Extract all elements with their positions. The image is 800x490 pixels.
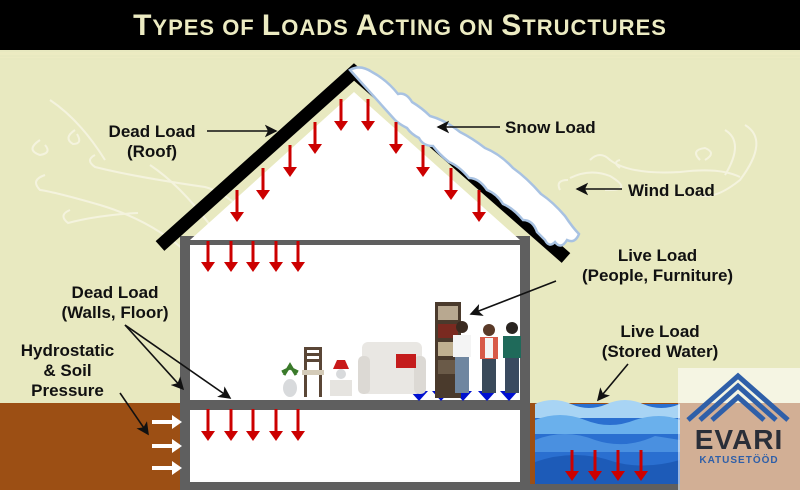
tank-floor (530, 484, 680, 490)
soil-pressure-arrow (152, 415, 182, 429)
plant-vase (281, 362, 299, 397)
floor-load-arrow (201, 409, 215, 441)
furniture (281, 302, 521, 398)
ceiling-load-arrow (291, 241, 305, 272)
wind-swirls-right (557, 124, 758, 197)
soil-pressure-arrow (152, 461, 182, 475)
label-line: (Walls, Floor) (61, 303, 169, 322)
roof-load-arrow (256, 168, 270, 200)
person-1 (453, 321, 471, 393)
roof-load-arrow (308, 122, 322, 154)
label-hydrostatic-soil-pressure: Hydrostatic & Soil Pressure (5, 341, 130, 401)
ceiling-load-arrow (269, 241, 283, 272)
floor-dead-load-arrows (201, 409, 305, 441)
water-load-arrow (565, 450, 579, 481)
chair (302, 347, 324, 397)
roof-load-arrow (334, 99, 348, 131)
label-line: (Roof) (126, 142, 178, 161)
label-line: & Soil (43, 361, 92, 380)
label-line: Wind Load (628, 181, 715, 200)
floor-load-arrow (269, 409, 283, 441)
water-load-arrow (588, 450, 602, 481)
label-dead-load-walls: Dead Load (Walls, Floor) (45, 283, 185, 323)
label-line: Dead Load (71, 283, 159, 302)
label-snow-load: Snow Load (505, 118, 596, 138)
leader-dead-walls-1 (124, 324, 185, 391)
label-line: Live Load (617, 246, 698, 265)
roof-load-arrow (389, 122, 403, 154)
leader-live-water (596, 363, 629, 402)
ceiling-load-arrow (201, 241, 215, 272)
sofa (358, 342, 426, 394)
label-line: Pressure (31, 381, 104, 400)
ceiling-load-arrow (246, 241, 260, 272)
floor-load-arrow (246, 409, 260, 441)
title-bar (0, 0, 800, 50)
floor-load-arrow (224, 409, 238, 441)
water-live-load-arrows (565, 450, 648, 481)
label-live-load-water: Live Load (Stored Water) (580, 322, 740, 362)
lamp-table (330, 360, 352, 396)
label-live-load-people: Live Load (People, Furniture) (560, 246, 755, 286)
water-load-arrow (611, 450, 625, 481)
basement-room (190, 410, 520, 482)
person-2 (480, 324, 498, 393)
soil-pressure-arrow (152, 439, 182, 453)
title-rule-thin (0, 57, 800, 58)
page-title: TYPES OF LOADS ACTING ON STRUCTURES (133, 9, 667, 42)
label-line: (Stored Water) (601, 342, 719, 361)
floor-load-arrow (291, 409, 305, 441)
soil-pressure-arrows (152, 415, 182, 475)
roof-load-arrow (444, 168, 458, 200)
logo-subtitle: KATUSETÖÖD (699, 455, 779, 466)
roof-load-arrow (472, 190, 486, 222)
stored-water (535, 400, 680, 484)
label-line: Dead Load (108, 122, 196, 141)
roof-load-arrow (416, 145, 430, 177)
attic (190, 92, 520, 240)
ceiling-load-arrow (224, 241, 238, 272)
leader-lines (119, 120, 629, 436)
label-line: Snow Load (505, 118, 596, 137)
label-dead-load-roof: Dead Load (Roof) (92, 122, 212, 162)
roof-load-arrow (283, 145, 297, 177)
leader-dead-walls-2 (124, 324, 232, 399)
ceiling-dead-load-arrows (201, 241, 305, 272)
snow (348, 66, 581, 247)
label-line: (People, Furniture) (581, 266, 734, 285)
roof-dead-load-arrows (230, 99, 486, 222)
person-3 (503, 322, 521, 393)
logo-wordmark: EVARI (694, 424, 784, 455)
label-line: Hydrostatic (20, 341, 115, 360)
logo-roof-icon (686, 372, 790, 422)
logo-badge (678, 368, 800, 490)
water-load-arrow (634, 450, 648, 481)
label-wind-load: Wind Load (628, 181, 715, 201)
leader-live-people (469, 280, 557, 316)
title-rule (0, 52, 800, 55)
upper-room (190, 245, 520, 400)
roof-load-arrow (230, 190, 244, 222)
label-line: Live Load (620, 322, 700, 341)
leader-hydrostatic (119, 392, 149, 436)
roof-load-arrow (361, 99, 375, 131)
